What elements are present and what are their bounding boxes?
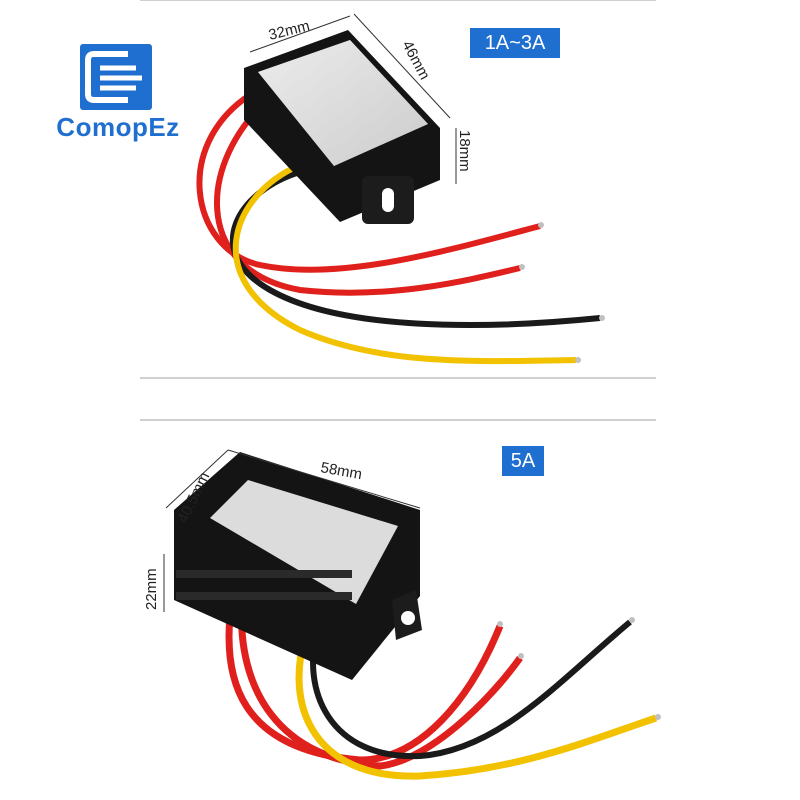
top-black-wire xyxy=(230,169,601,328)
bottom-height-label: 22mm xyxy=(143,568,160,610)
brand-logo: ComopEz xyxy=(52,44,184,154)
brand-name: ComopEz xyxy=(56,112,180,142)
bottom-rating-badge: 5A xyxy=(502,446,544,476)
bottom-length-label: 58mm xyxy=(319,459,363,483)
bottom-black-wire xyxy=(310,619,632,760)
bottom-converter-module xyxy=(174,452,661,780)
top-length-label: 46mm xyxy=(398,38,433,83)
top-width-label: 32mm xyxy=(267,17,312,44)
top-rating-badge: 1A~3A xyxy=(470,28,560,58)
bottom-yellow-wire xyxy=(295,620,658,780)
top-red-wire-2 xyxy=(214,97,521,296)
logo-mark-icon xyxy=(80,44,152,110)
top-yellow-wire xyxy=(232,162,577,365)
top-converter-module xyxy=(196,30,605,365)
top-height-label: 18mm xyxy=(456,130,473,172)
bottom-red-wire-2 xyxy=(237,599,523,770)
top-red-wire-1 xyxy=(196,87,541,273)
bottom-red-wire-1 xyxy=(225,599,504,764)
